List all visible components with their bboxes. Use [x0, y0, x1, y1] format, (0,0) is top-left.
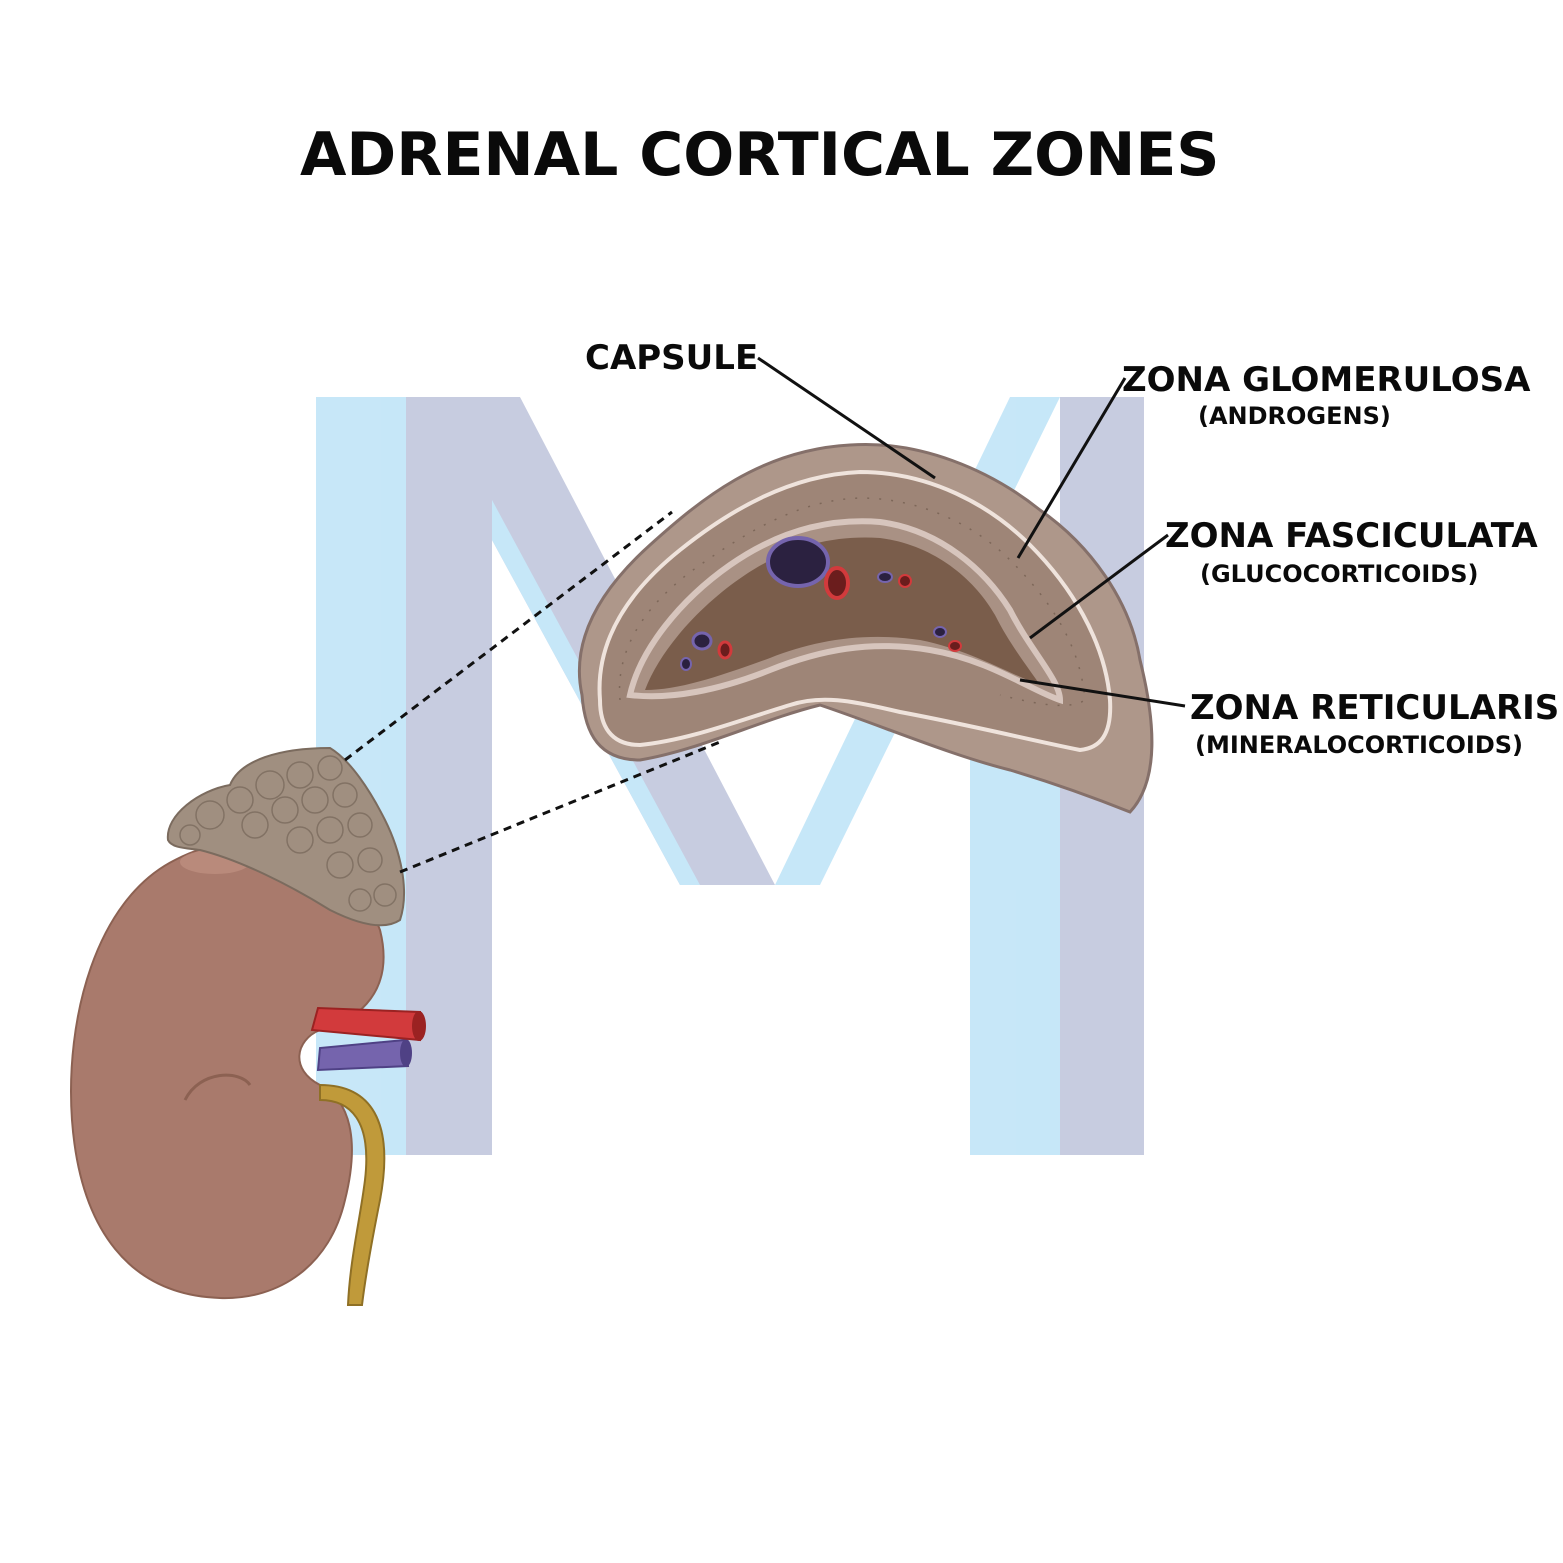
label-zona-fasciculata: ZONA FASCICULATA — [1165, 516, 1538, 556]
adrenal-cross-section — [577, 442, 1154, 814]
label-capsule: CAPSULE — [585, 338, 759, 378]
label-zona-glomerulosa: ZONA GLOMERULOSA — [1122, 360, 1531, 400]
adrenal-gland-illustration — [166, 746, 406, 927]
zoom-lines — [344, 510, 721, 874]
leader-lines — [757, 356, 1186, 708]
label-zona-reticularis-hormone: (MINERALOCORTICOIDS) — [1195, 731, 1523, 759]
label-zona-fasciculata-hormone: (GLUCOCORTICOIDS) — [1200, 560, 1479, 588]
kidney-illustration — [70, 841, 426, 1306]
label-zona-reticularis: ZONA RETICULARIS — [1190, 688, 1560, 728]
label-zona-glomerulosa-hormone: (ANDROGENS) — [1198, 402, 1391, 430]
page-title: ADRENAL CORTICAL ZONES — [300, 120, 1220, 190]
